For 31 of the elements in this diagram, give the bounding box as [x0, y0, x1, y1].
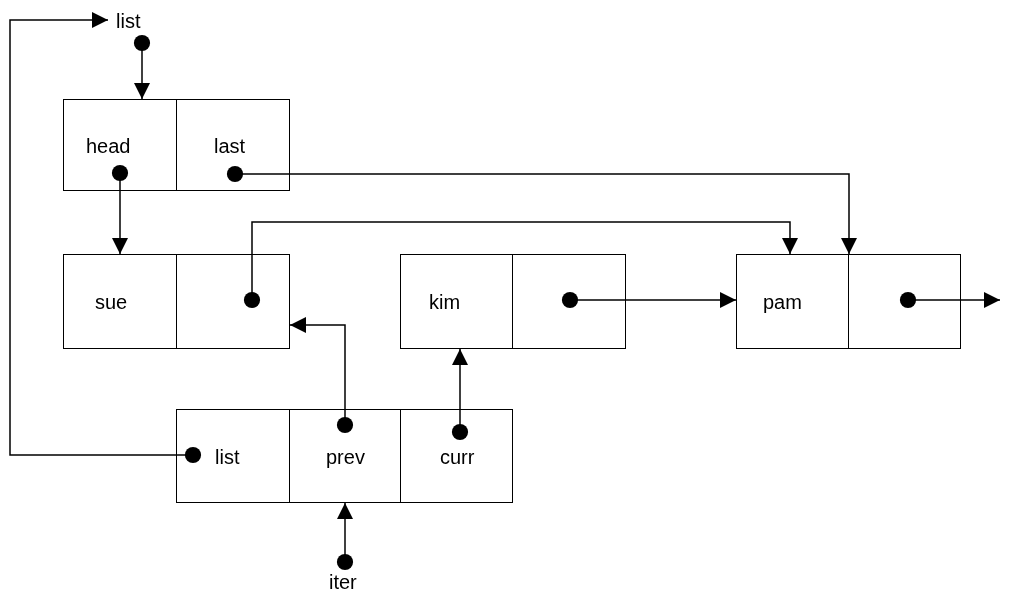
- pointer-arrow: [899, 291, 1001, 309]
- record-field: [289, 409, 401, 503]
- variable-label: iter: [329, 572, 357, 591]
- field-label: prev: [326, 447, 365, 467]
- variable-label: list: [116, 11, 141, 31]
- pointer-arrow: [561, 291, 737, 309]
- record-field: [400, 409, 513, 503]
- record-field: [176, 409, 290, 503]
- record-field: [176, 254, 290, 349]
- pointer-arrow: [451, 348, 469, 441]
- field-label: head: [86, 136, 131, 156]
- field-label: last: [214, 136, 246, 156]
- field-label: curr: [440, 447, 475, 467]
- record-field: [512, 254, 626, 349]
- pointer-arrow: [9, 12, 202, 464]
- pointer-arrow: [226, 165, 857, 255]
- record-field: [63, 254, 177, 349]
- pointer-arrow: [111, 164, 129, 255]
- pointer-arrow: [133, 34, 151, 100]
- record-field: [63, 99, 177, 191]
- record-field: [736, 254, 849, 349]
- record-field: [848, 254, 961, 349]
- field-label: sue: [95, 292, 128, 312]
- pointer-arrow: [243, 221, 798, 309]
- pointer-arrow: [289, 317, 354, 434]
- record-field: [400, 254, 513, 349]
- field-label: kim: [429, 292, 461, 312]
- field-label: pam: [763, 292, 802, 312]
- pointer-arrow: [336, 502, 354, 571]
- record-field: [176, 99, 290, 191]
- field-label: list: [215, 447, 240, 467]
